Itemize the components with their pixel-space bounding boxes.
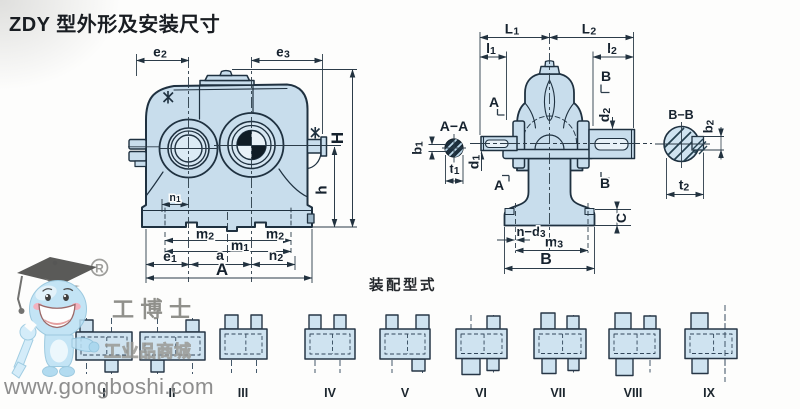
svg-text:a: a bbox=[216, 247, 224, 263]
svg-text:B: B bbox=[601, 68, 611, 84]
svg-text:B−B: B−B bbox=[668, 108, 693, 122]
svg-text:n1: n1 bbox=[169, 192, 181, 204]
svg-text:II: II bbox=[169, 386, 176, 400]
svg-text:B: B bbox=[540, 251, 552, 268]
svg-text:A: A bbox=[494, 177, 504, 193]
svg-text:IV: IV bbox=[324, 386, 336, 400]
svg-text:VIII: VIII bbox=[624, 386, 643, 400]
svg-text:工博士: 工博士 bbox=[112, 297, 198, 322]
svg-text:H: H bbox=[328, 132, 347, 144]
svg-text:A−A: A−A bbox=[440, 118, 468, 134]
svg-text:VI: VI bbox=[475, 386, 487, 400]
svg-text:I: I bbox=[102, 386, 105, 400]
svg-text:R: R bbox=[95, 262, 104, 276]
svg-text:III: III bbox=[238, 386, 248, 400]
svg-text:装配型式: 装配型式 bbox=[368, 276, 437, 294]
svg-text:ZDY 型外形及安装尺寸: ZDY 型外形及安装尺寸 bbox=[9, 12, 220, 36]
svg-text:IX: IX bbox=[703, 386, 715, 400]
svg-text:t2: t2 bbox=[679, 177, 690, 194]
svg-text:工业品商城: 工业品商城 bbox=[104, 341, 192, 361]
svg-text:V: V bbox=[401, 386, 410, 400]
svg-text:h: h bbox=[314, 185, 331, 194]
svg-text:n−d3: n−d3 bbox=[516, 224, 545, 240]
svg-text:VII: VII bbox=[550, 386, 565, 400]
svg-text:d1: d1 bbox=[466, 155, 483, 170]
svg-text:A: A bbox=[216, 260, 228, 279]
svg-text:C: C bbox=[613, 213, 629, 223]
svg-text:B: B bbox=[600, 175, 610, 191]
svg-text:www.gongboshi.com: www.gongboshi.com bbox=[3, 374, 214, 399]
svg-text:A: A bbox=[489, 94, 499, 110]
